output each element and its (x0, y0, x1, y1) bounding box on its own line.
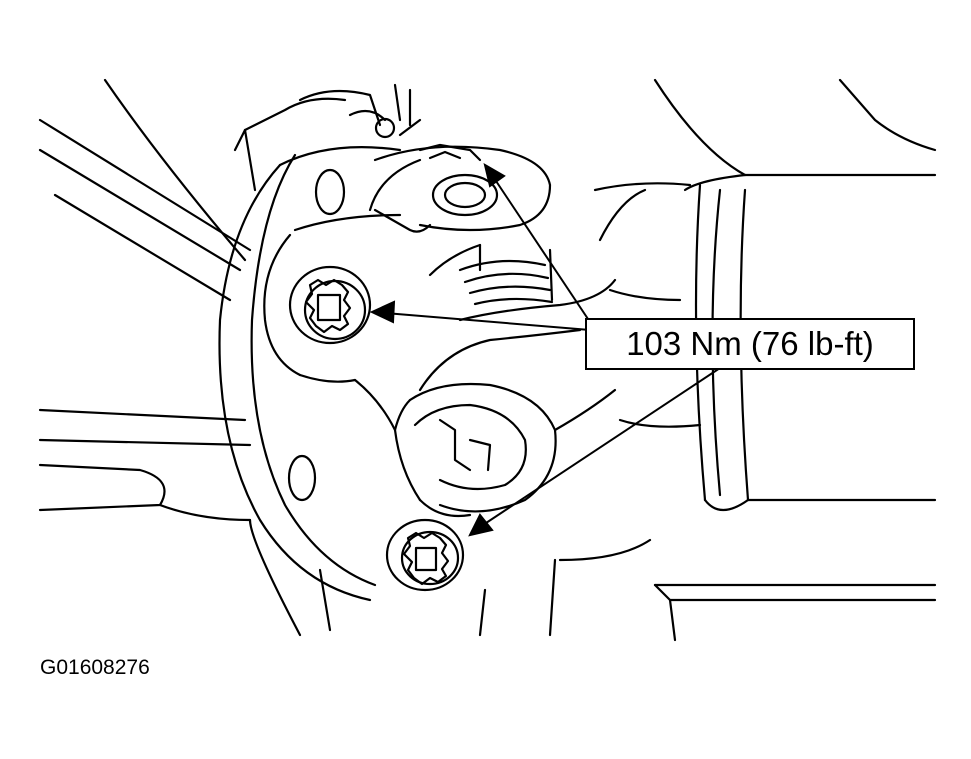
upper-flange-bolt (290, 267, 370, 343)
bearing-cap-ring (430, 245, 552, 304)
torque-callout-label: 103 Nm (76 lb-ft) (626, 325, 874, 362)
torque-callout-box: 103 Nm (76 lb-ft) (585, 318, 915, 370)
figure-id-label: G01608276 (40, 656, 150, 679)
vehicle-body-lines (40, 80, 410, 635)
universal-joint-yoke (264, 111, 550, 516)
arrowhead-middle (372, 302, 394, 322)
leader-line-bottom (483, 368, 720, 525)
leader-line-middle (385, 313, 590, 330)
lower-flange-bolt (387, 520, 463, 590)
callout-leaders (372, 165, 720, 535)
arrowhead-bottom (470, 515, 492, 535)
lower-yoke-arm (395, 280, 615, 511)
companion-flange (220, 91, 401, 600)
leader-line-top (492, 175, 590, 322)
arrowhead-top (485, 165, 504, 186)
